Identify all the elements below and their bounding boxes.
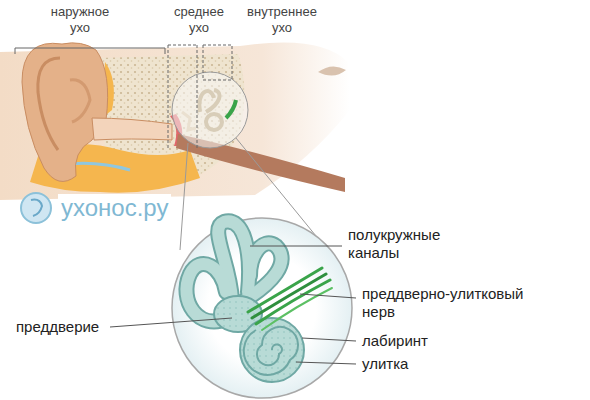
zoom-line (180, 143, 188, 250)
part-label: преддверие (16, 318, 126, 336)
small-cochlea (206, 114, 222, 130)
section-bracket (203, 45, 232, 80)
watermark: ухонос.ру (58, 194, 171, 223)
section-bracket (15, 48, 165, 54)
auricle-fold (70, 80, 90, 122)
section-bracket (168, 45, 197, 150)
part-label: улитка (362, 355, 482, 373)
cochlea (240, 318, 304, 382)
small-labyrinth (199, 90, 219, 112)
ear-canal (92, 118, 172, 140)
eye-hint (318, 66, 346, 75)
logo (21, 193, 51, 223)
section-label: наружное ухо (45, 4, 115, 35)
small-nerve (226, 100, 236, 118)
logo (31, 200, 42, 216)
head-skin (0, 42, 350, 200)
section-label: среднее ухо (168, 4, 230, 35)
auricle-fold (38, 58, 60, 150)
zoom-source-circle (172, 72, 248, 148)
cochlea-spiral (244, 327, 298, 375)
auricle (22, 43, 108, 182)
leader-line (250, 246, 342, 247)
leader-line (302, 338, 356, 341)
section-label: внутреннее ухо (240, 4, 324, 35)
part-label: преддверно-улитковый нерв (362, 285, 558, 321)
part-label: лабиринт (362, 332, 482, 350)
part-label: полукружные каналы (348, 226, 460, 262)
leader-line (110, 318, 232, 327)
zoom-circle (172, 218, 352, 398)
leader-line (300, 294, 356, 298)
leader-line (296, 362, 356, 364)
vestibulocochlear-nerve (248, 268, 332, 330)
